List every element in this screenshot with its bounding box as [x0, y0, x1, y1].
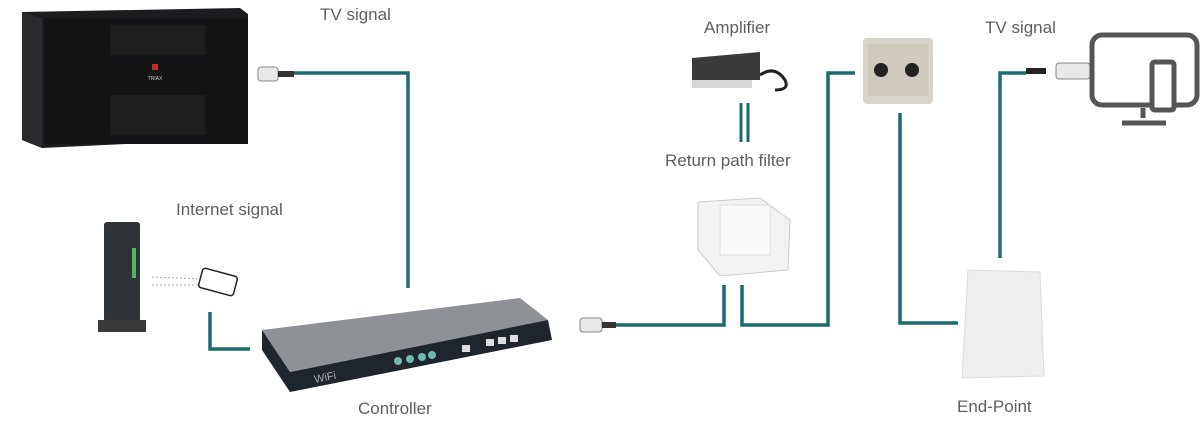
router-device [98, 222, 146, 332]
wire-filter-socket [740, 71, 855, 327]
controller-device: WiFi [262, 298, 552, 392]
wall-socket-device [863, 38, 933, 104]
coax-connector-right [1026, 62, 1091, 80]
label-tv-signal-left: TV signal [320, 5, 391, 24]
wire-socket-endpoint [898, 113, 958, 325]
wire-endpoint-tv [998, 71, 1026, 258]
tv-icon [1089, 32, 1200, 126]
label-amplifier: Amplifier [704, 18, 771, 37]
wire-controller-filter [616, 285, 726, 327]
headend-brand: TRIAX [148, 76, 163, 82]
label-return-path-filter: Return path filter [665, 151, 791, 170]
return-path-filter-device [697, 197, 791, 277]
label-internet-signal: Internet signal [176, 200, 283, 219]
coax-connector-mid [579, 317, 616, 333]
ethernet-plug [151, 267, 239, 297]
label-controller: Controller [358, 399, 432, 418]
coax-connector-left [257, 66, 294, 82]
controller-brand: WiFi [313, 370, 337, 386]
wires [208, 71, 1026, 351]
label-end-point: End-Point [957, 397, 1032, 416]
label-tv-signal-right: TV signal [985, 18, 1056, 37]
end-point-device [961, 269, 1045, 379]
amplifier-device [692, 52, 788, 92]
headend-device: TRIAX [22, 8, 248, 148]
wire-router-controller [208, 312, 250, 351]
wire-headend-controller [294, 71, 410, 288]
